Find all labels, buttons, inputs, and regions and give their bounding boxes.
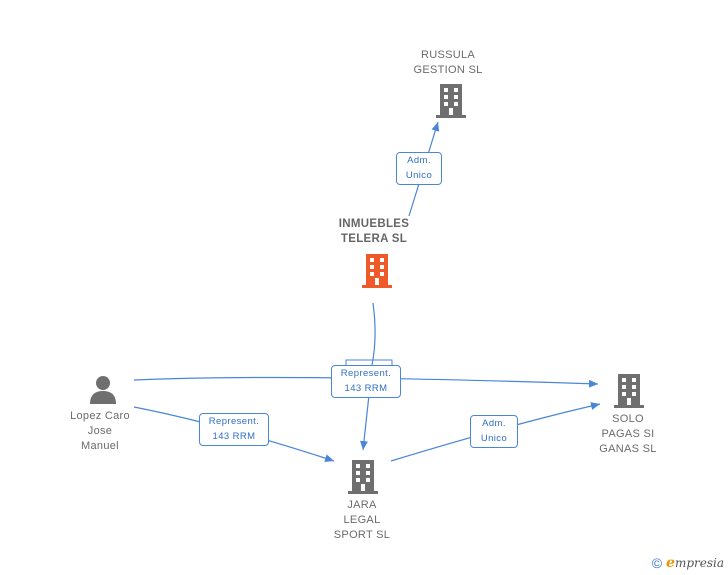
edge-label-bracket	[345, 359, 393, 366]
copyright-icon: ©	[651, 555, 663, 571]
node-label-inmuebles[interactable]: INMUEBLES TELERA SL	[338, 218, 410, 245]
node-label-russula[interactable]: RUSSULA GESTION SL	[413, 49, 483, 76]
building-icon[interactable]	[614, 374, 644, 408]
edge-inmuebles-to-center	[371, 302, 376, 366]
building-icon[interactable]	[361, 254, 393, 288]
node-label-lopez[interactable]: Lopez Caro Jose Manuel	[70, 410, 130, 452]
empresia-logo[interactable]: empresia	[666, 555, 724, 571]
building-icon[interactable]	[436, 84, 466, 118]
node-label-solo[interactable]: SOLO PAGAS SI GANAS SL	[599, 413, 657, 455]
edge-label-represent-left[interactable]: Represent. 143 RRM	[199, 413, 269, 446]
building-icon[interactable]	[348, 460, 378, 494]
edge-label-adm-russula[interactable]: Adm. Unico	[396, 152, 442, 185]
footer-brand: © empresia	[652, 555, 724, 571]
node-label-jara[interactable]: JARA LEGAL SPORT SL	[333, 499, 391, 541]
edge-label-adm-solo[interactable]: Adm. Unico	[470, 415, 518, 448]
edge-center-to-jara	[359, 394, 370, 451]
edge-label-represent-center[interactable]: Represent. 143 RRM	[331, 365, 401, 398]
person-icon[interactable]	[88, 374, 118, 404]
